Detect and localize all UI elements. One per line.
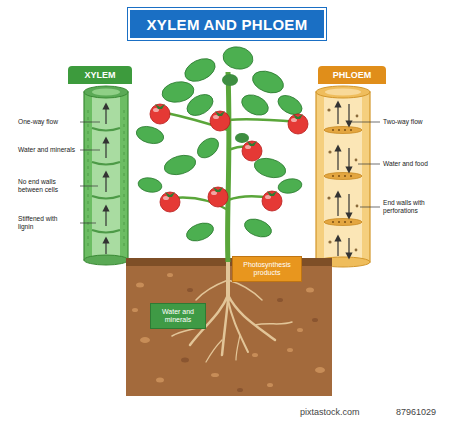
- node-label: PHLOEM: [333, 70, 372, 80]
- tomato-plant: [134, 45, 308, 262]
- process-label-box: Photosynthesis products: [232, 256, 302, 282]
- callout-label: Water and food: [383, 160, 445, 168]
- title-banner: XYLEM AND PHLOEM: [128, 8, 326, 40]
- callout-label: End walls with perforations: [383, 199, 439, 215]
- process-label-box: Water and minerals: [150, 303, 206, 329]
- callout-label: One-way flow: [18, 118, 78, 126]
- callout-label: Two-way flow: [383, 118, 445, 126]
- leader-lines: [352, 122, 380, 207]
- watermark: 87961029: [396, 407, 436, 417]
- node-label: XYLEM: [84, 70, 115, 80]
- callout-label: No end walls between cells: [18, 178, 74, 194]
- node-label: Photosynthesis products: [237, 261, 297, 277]
- phloem-tube: [316, 86, 370, 267]
- leader-lines: [80, 122, 100, 223]
- callout-label: Stiffened with lignin: [18, 215, 68, 231]
- callout-label: Water and minerals: [18, 146, 78, 154]
- watermark: pixtastock.com: [300, 407, 360, 417]
- xylem-tube: [84, 86, 128, 265]
- title-text: XYLEM AND PHLOEM: [147, 16, 308, 33]
- section-tab: XYLEM: [68, 66, 132, 84]
- section-tab: PHLOEM: [318, 66, 386, 84]
- node-label: Water and minerals: [155, 308, 201, 324]
